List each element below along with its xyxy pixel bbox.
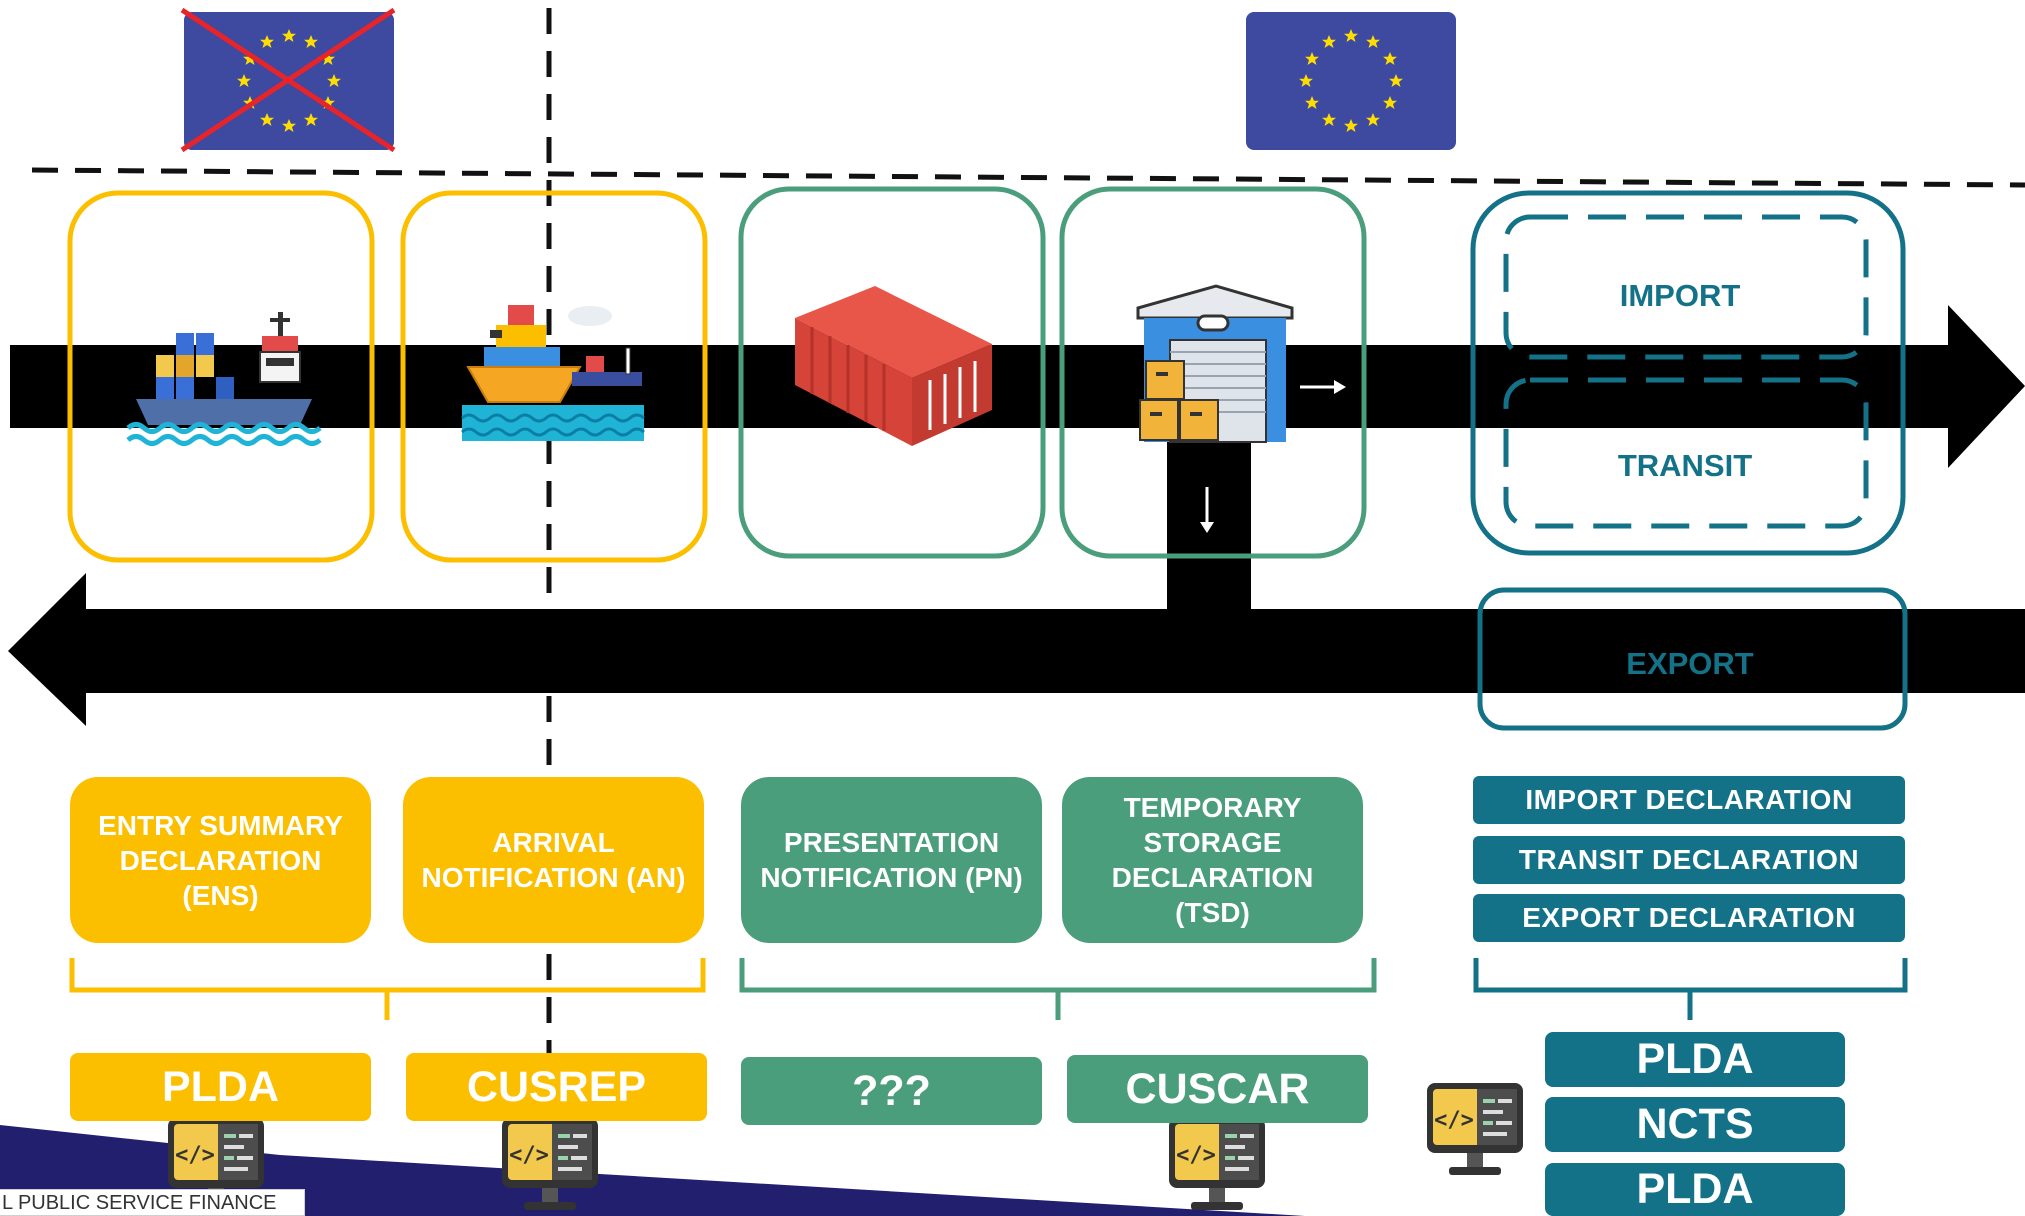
import-declaration-bar: IMPORT DECLARATION bbox=[1473, 776, 1905, 824]
ferry-port-icon bbox=[461, 305, 645, 441]
export-declaration-bar: EXPORT DECLARATION bbox=[1473, 894, 1905, 942]
pn-card: PRESENTATION NOTIFICATION (PN) bbox=[741, 777, 1042, 943]
import-zone-frame bbox=[1503, 214, 1869, 360]
export-zone-label: EXPORT bbox=[1626, 646, 1754, 681]
brace-green bbox=[739, 958, 1377, 1020]
system-cuscar: CUSCAR bbox=[1067, 1055, 1368, 1123]
eu-flag-crossed-icon bbox=[180, 7, 396, 153]
transit-zone-label: TRANSIT bbox=[1617, 448, 1753, 483]
footer-caption: L PUBLIC SERVICE FINANCE bbox=[0, 1189, 305, 1216]
system-unknown: ??? bbox=[741, 1057, 1042, 1125]
brace-teal bbox=[1473, 958, 1908, 1020]
tsd-card: TEMPORARY STORAGE DECLARATION (TSD) bbox=[1062, 777, 1363, 943]
system-ncts: NCTS bbox=[1545, 1097, 1845, 1152]
footer-band bbox=[0, 1125, 1305, 1216]
an-card: ARRIVAL NOTIFICATION (AN) bbox=[403, 777, 704, 943]
stage-frame-ens bbox=[67, 190, 375, 563]
system-cusrep: CUSREP bbox=[406, 1053, 707, 1121]
system-plda-import: PLDA bbox=[1545, 1032, 1845, 1087]
stage-frame-tsd bbox=[1059, 186, 1367, 559]
computer-code-icon bbox=[1427, 1083, 1523, 1175]
transit-declaration-bar: TRANSIT DECLARATION bbox=[1473, 836, 1905, 884]
outbound-flow-arrow bbox=[8, 573, 2025, 726]
shipping-container-icon bbox=[795, 286, 992, 446]
container-ship-icon bbox=[126, 312, 322, 446]
warehouse-exit-connector bbox=[1167, 380, 1346, 613]
border-dashed-line-horizontal bbox=[31, 167, 2025, 188]
customs-procedure-frame bbox=[1470, 190, 1906, 556]
stage-frame-pn bbox=[738, 186, 1046, 559]
export-zone-frame bbox=[1477, 587, 1908, 731]
stage-frame-an bbox=[400, 190, 708, 563]
computer-code-icon bbox=[1169, 1118, 1265, 1210]
system-plda-export: PLDA bbox=[1545, 1163, 1845, 1216]
brace-yellow bbox=[69, 958, 706, 1020]
import-zone-label: IMPORT bbox=[1619, 278, 1741, 313]
eu-flag-icon bbox=[1246, 12, 1456, 150]
warehouse-icon bbox=[1136, 284, 1294, 443]
ens-card: ENTRY SUMMARY DECLARATION (ENS) bbox=[70, 777, 371, 943]
transit-zone-frame bbox=[1503, 377, 1869, 529]
system-plda: PLDA bbox=[70, 1053, 371, 1121]
